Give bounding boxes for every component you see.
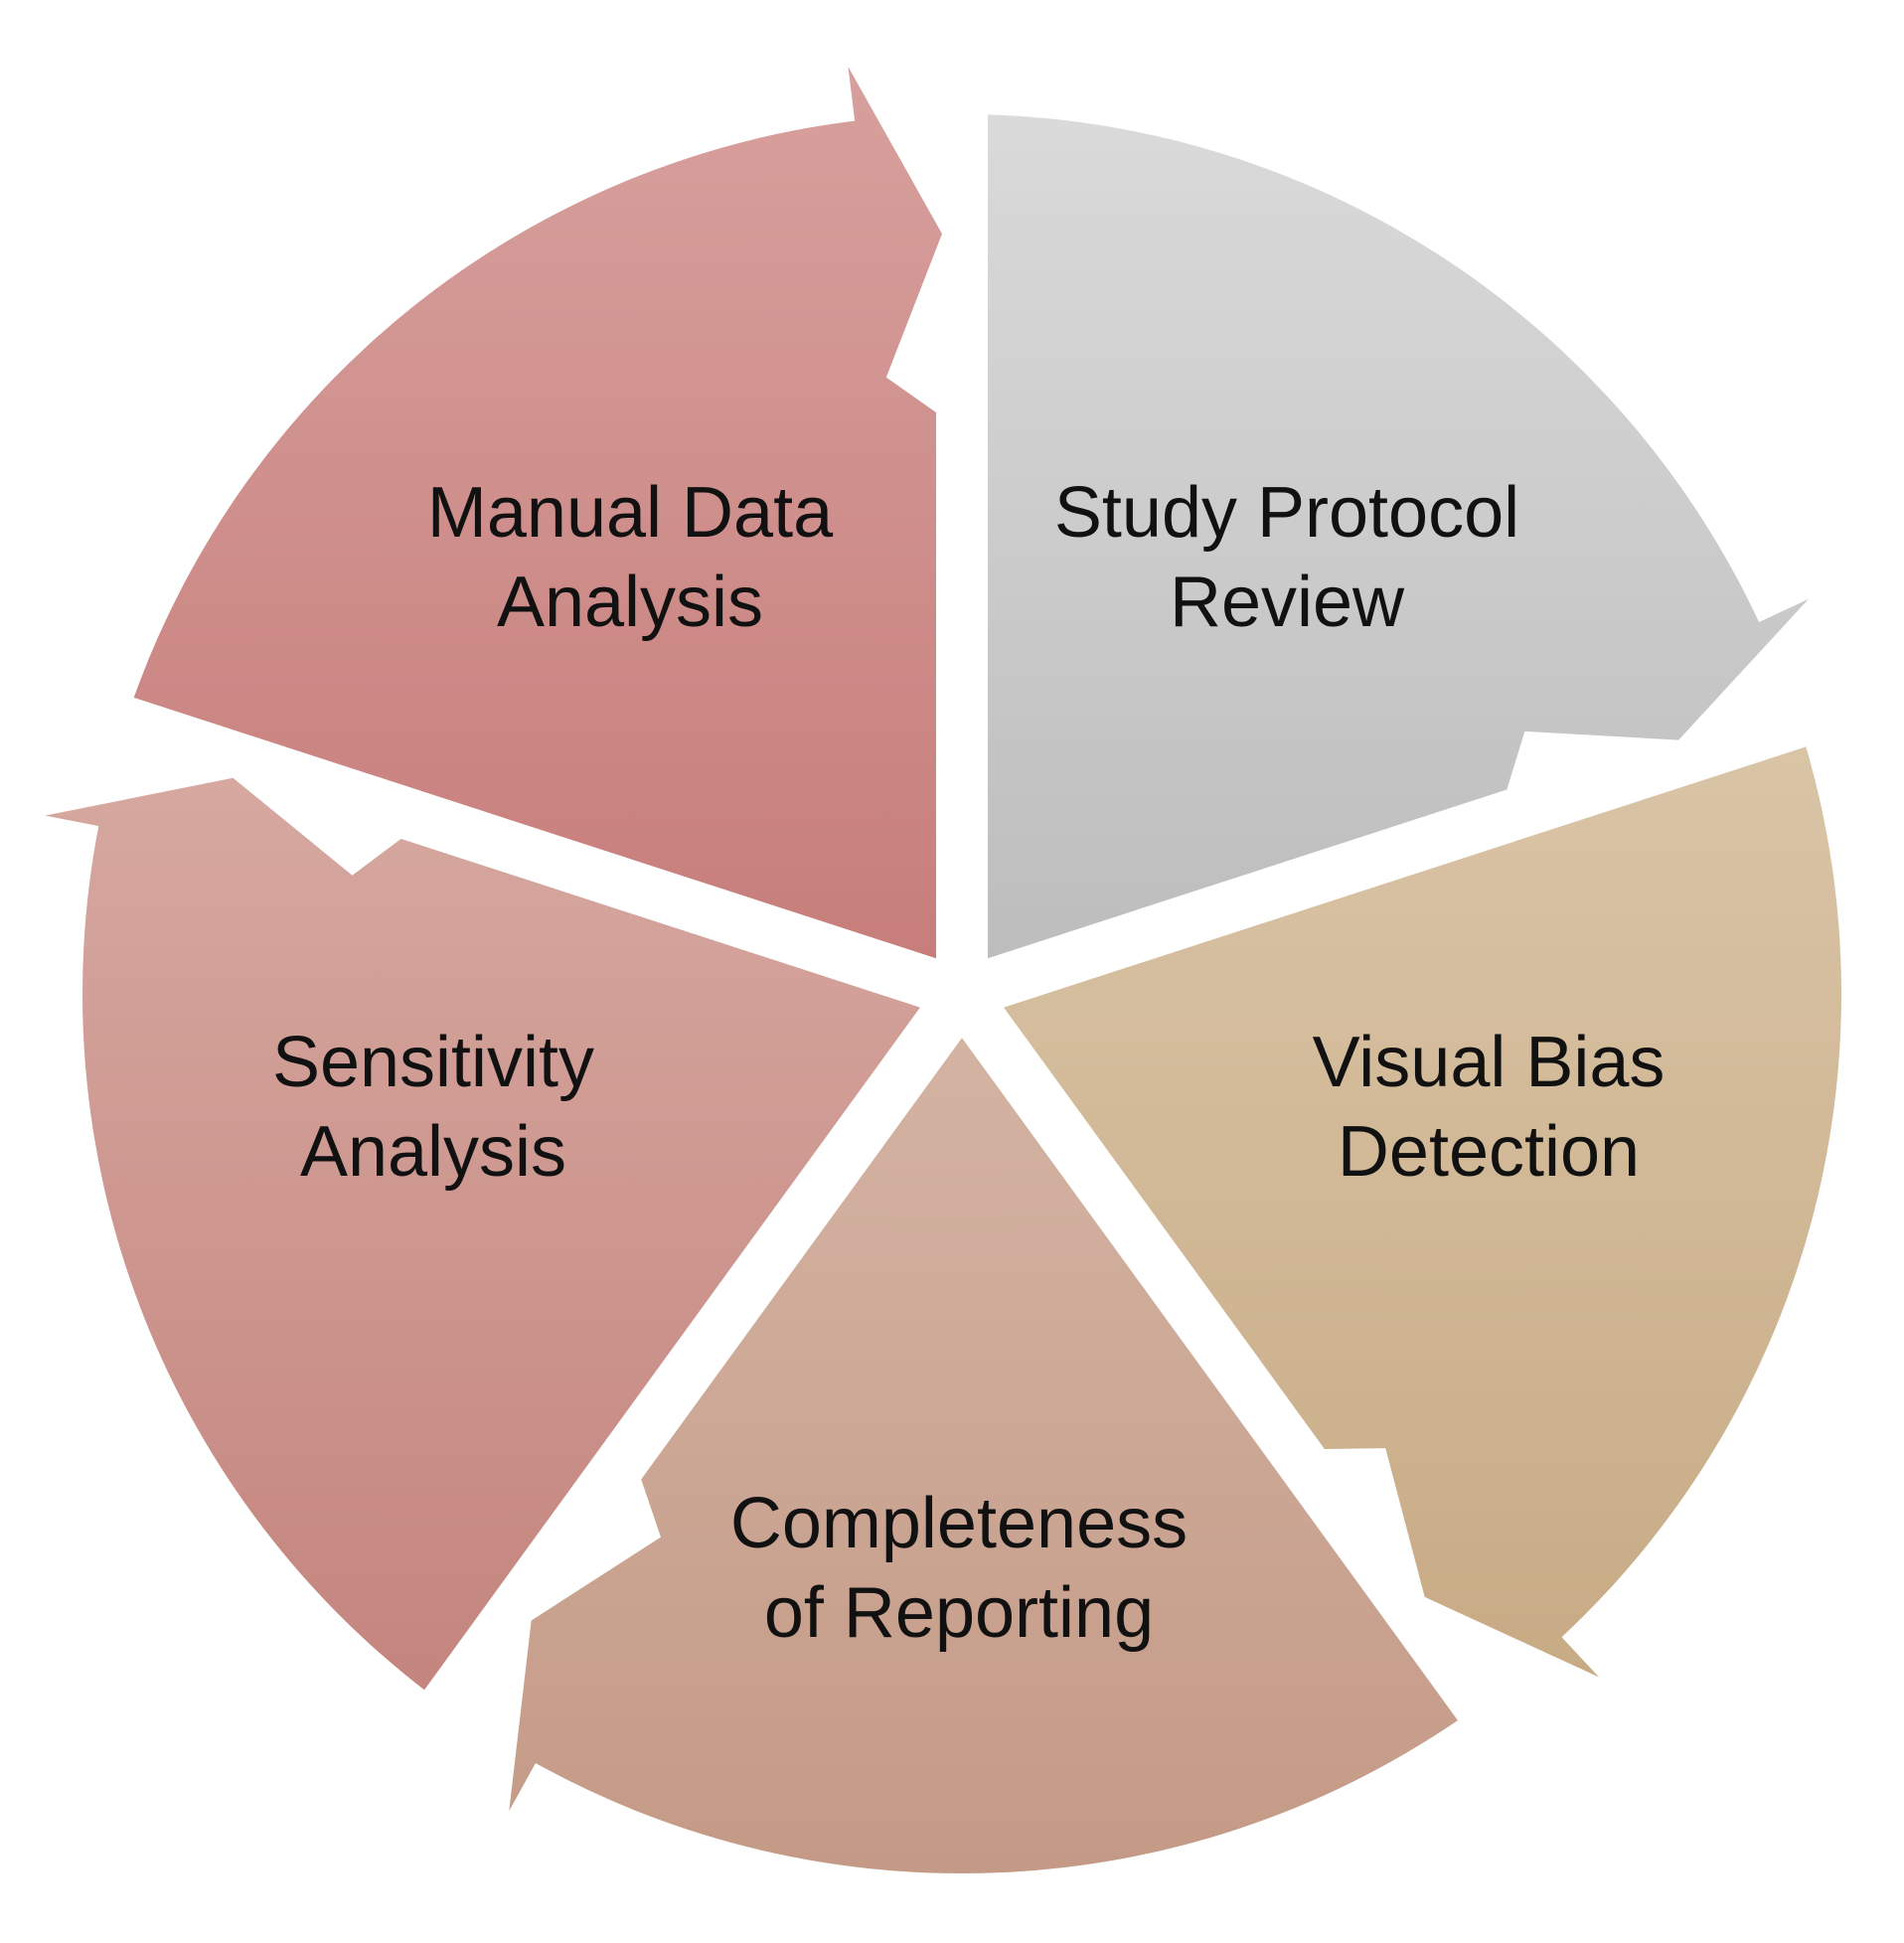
label-line: Visual Bias xyxy=(1313,1023,1666,1102)
label-line: Completeness xyxy=(730,1484,1188,1563)
segment-study-protocol-review xyxy=(987,114,1809,959)
label-line: Manual Data xyxy=(427,473,834,553)
segment-visual-bias-detection xyxy=(1004,746,1841,1678)
segment-manual-data-analysis xyxy=(133,67,942,959)
label-line: of Reporting xyxy=(764,1573,1154,1653)
label-line: Review xyxy=(1170,563,1405,642)
label-line: Study Protocol xyxy=(1054,473,1519,553)
label-completeness-of-reporting: Completeness of Reporting xyxy=(730,1484,1188,1653)
label-line: Sensitivity xyxy=(272,1023,594,1102)
label-line: Analysis xyxy=(300,1112,566,1192)
label-line: Detection xyxy=(1338,1112,1640,1192)
segment-completeness-of-reporting xyxy=(509,1038,1458,1873)
segment-sensitivity-analysis xyxy=(45,777,920,1691)
label-line: Analysis xyxy=(497,563,763,642)
